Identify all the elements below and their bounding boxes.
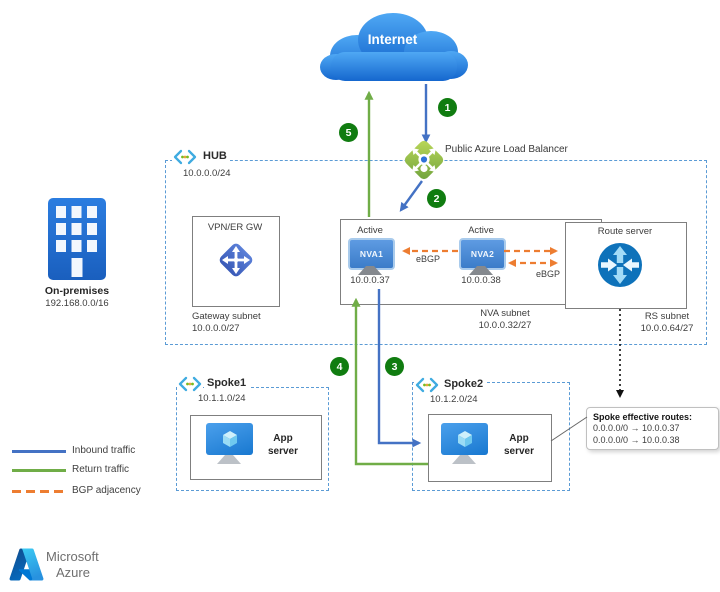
spoke1-vnet-box	[176, 387, 329, 491]
spoke1-vnet-icon	[177, 376, 203, 392]
gateway-title: VPN/ER GW	[207, 222, 263, 233]
nva-subnet-label: NVA subnet 10.0.0.32/27	[455, 308, 555, 331]
spoke1-monitor-stand	[217, 455, 241, 464]
nva-subnet-name: NVA subnet	[480, 308, 530, 319]
legend-inbound-label: Inbound traffic	[72, 445, 136, 456]
on-premises-cidr: 192.168.0.0/16	[45, 298, 109, 309]
legend-inbound-swatch	[12, 450, 66, 453]
hub-cidr: 10.0.0.0/24	[181, 168, 233, 179]
route-server-icon	[598, 243, 642, 287]
on-premises-name: On-premises	[44, 285, 110, 297]
brand-microsoft: Microsoft	[46, 549, 99, 564]
legend-bgp-label: BGP adjacency	[72, 485, 141, 496]
rs-subnet-cidr: 10.0.0.64/27	[640, 322, 694, 334]
spoke2-name: Spoke2	[441, 378, 487, 391]
route-entry-2: 0.0.0.0/0 → 10.0.0.38	[593, 434, 680, 445]
spoke2-cidr: 10.1.2.0/24	[428, 394, 480, 405]
step-badge-1: 1	[438, 98, 457, 117]
spoke2-monitor-stand	[452, 455, 476, 464]
internet-label: Internet	[367, 32, 418, 47]
hub-vnet-icon	[172, 149, 198, 165]
gateway-subnet-label: Gateway subnet 10.0.0.0/27	[192, 311, 261, 334]
step-badge-4: 4	[330, 357, 349, 376]
hub-name: HUB	[200, 150, 230, 163]
rs-subnet-name: RS subnet	[644, 311, 690, 322]
spoke1-name: Spoke1	[204, 377, 250, 390]
vpn-gateway-icon	[219, 243, 253, 277]
legend-bgp-swatch	[12, 490, 66, 493]
legend-return-swatch	[12, 469, 66, 472]
legend-return-label: Return traffic	[72, 464, 130, 475]
nva1-name: NVA1	[359, 249, 384, 259]
nva1-status: Active	[357, 225, 383, 236]
azure-logo-icon	[9, 548, 44, 581]
nva2-ip: 10.0.0.38	[461, 275, 501, 286]
nva2-name: NVA2	[470, 249, 495, 259]
gateway-subnet-name: Gateway subnet	[192, 311, 261, 322]
internet-cloud-icon	[320, 13, 468, 81]
spoke2-vnet-icon	[414, 377, 440, 393]
nva1-ip: 10.0.0.37	[350, 275, 390, 286]
route-entry-1: 0.0.0.0/0 → 10.0.0.37	[593, 423, 680, 433]
spoke-effective-routes-box: Spoke effective routes: 0.0.0.0/0 → 10.0…	[586, 407, 719, 450]
routes-title: Spoke effective routes:	[593, 412, 693, 422]
on-premises-building-icon	[48, 198, 106, 280]
nva2-monitor-stand	[469, 266, 493, 275]
spoke2-cube-icon	[457, 431, 472, 447]
gateway-subnet-cidr: 10.0.0.0/27	[192, 322, 240, 334]
nva1-monitor-stand	[358, 266, 382, 275]
step-badge-3: 3	[385, 357, 404, 376]
spoke1-app-label: App server	[267, 433, 299, 457]
spoke2-app-label: App server	[503, 433, 535, 457]
brand-azure: Azure	[56, 565, 90, 580]
step-badge-2: 2	[427, 189, 446, 208]
ebgp-label-1: eBGP	[415, 254, 440, 264]
route-server-title: Route server	[597, 226, 653, 237]
ebgp-label-2: eBGP	[535, 269, 560, 279]
spoke2-app-monitor-icon	[441, 423, 488, 455]
load-balancer-icon	[404, 140, 444, 180]
nva2-status: Active	[468, 225, 494, 236]
spoke1-app-monitor-icon	[206, 423, 253, 455]
load-balancer-label: Public Azure Load Balancer	[445, 144, 568, 155]
spoke1-cidr: 10.1.1.0/24	[196, 393, 248, 404]
rs-subnet-label: RS subnet 10.0.0.64/27	[617, 311, 717, 334]
step-badge-5: 5	[339, 123, 358, 142]
spoke1-cube-icon	[222, 431, 237, 447]
nva-subnet-cidr: 10.0.0.32/27	[478, 319, 532, 331]
